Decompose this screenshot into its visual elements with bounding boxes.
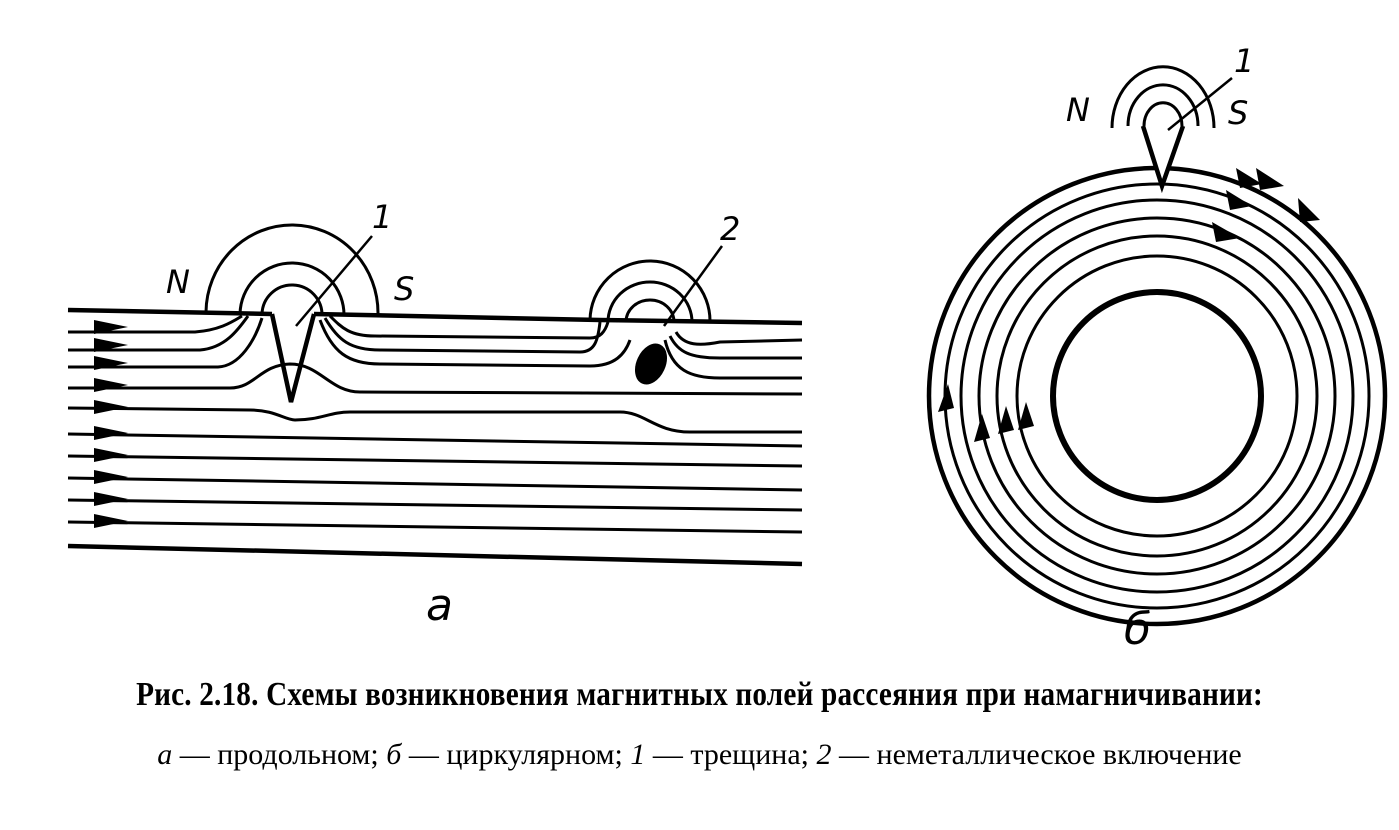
figure-diagram: N S 1 2 а N [67, 42, 1388, 655]
ring-leader-line [1167, 77, 1233, 131]
legend-key-b: б [386, 738, 402, 771]
legend-text-1: — трещина; [645, 738, 817, 771]
figure-caption-legend: а — продольном; б — циркулярном; 1 — тре… [0, 738, 1399, 772]
panel-b-label-n: N [1066, 91, 1090, 129]
panel-a-sublabel: а [426, 580, 453, 631]
panel-a-label-inclusion: 2 [720, 210, 740, 248]
leakage-field-crack [204, 223, 380, 317]
ring-crack-defect [1140, 125, 1186, 194]
bar-top-surface [67, 307, 803, 326]
crack-defect [269, 313, 317, 403]
ring-leakage-field [1110, 65, 1216, 129]
panel-a-longitudinal [67, 223, 803, 567]
legend-text-b: — циркулярном; [401, 738, 631, 771]
field-lines [67, 314, 803, 567]
ring-flux-arrows [938, 168, 1320, 442]
leakage-field-inclusion [588, 259, 712, 323]
inclusion-defect [634, 343, 668, 385]
legend-key-2: 2 [816, 738, 832, 771]
flux-arrows [94, 320, 128, 528]
leader-line-inclusion [662, 245, 724, 327]
figure-caption-title: Рис. 2.18. Схемы возникновения магнитных… [136, 676, 1263, 713]
panel-b-circular [926, 65, 1388, 627]
panel-b-label-s: S [1228, 94, 1248, 132]
leader-line-crack [295, 235, 373, 327]
legend-text-a: — продольном; [172, 738, 387, 771]
panel-a-label-n: N [166, 263, 190, 301]
panel-a-label-s: S [394, 270, 414, 308]
legend-key-1: 1 [630, 738, 646, 771]
panel-b-sublabel: б [1124, 604, 1151, 655]
panel-a-label-crack: 1 [372, 198, 392, 236]
legend-key-a: а [157, 738, 173, 771]
panel-b-label-crack: 1 [1234, 42, 1254, 80]
ring-inner-bore [1050, 289, 1264, 503]
legend-text-2: — неметаллическое включение [831, 738, 1242, 771]
